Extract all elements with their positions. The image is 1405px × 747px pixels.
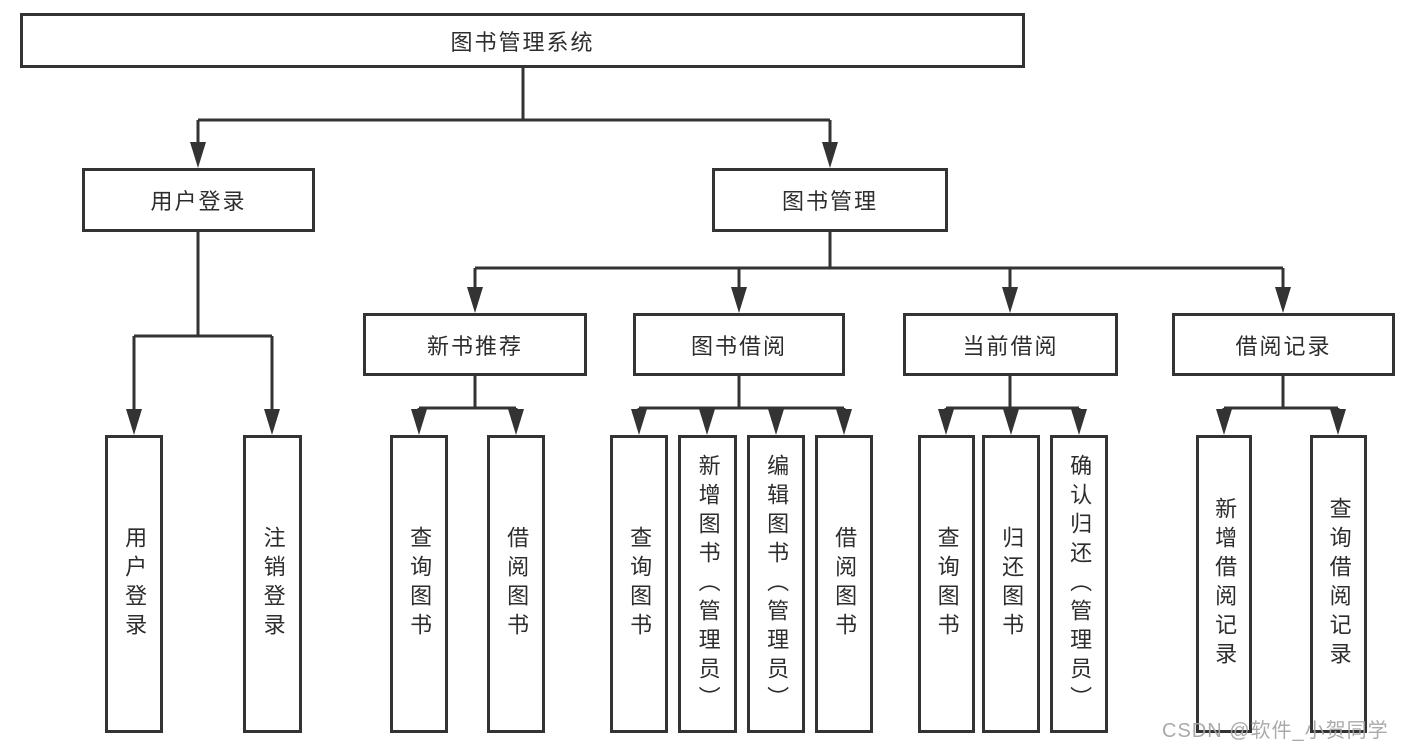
node-root-label: 图书管理系统 bbox=[450, 29, 595, 55]
node-user-login: 用户登录 bbox=[82, 168, 315, 232]
leaf-user-login-label: 用户登录 bbox=[122, 526, 148, 642]
leaf-borrow-books-2: 借阅图书 bbox=[815, 435, 873, 733]
leaf-edit-books-admin-label: 编辑图书（管理员） bbox=[764, 453, 790, 715]
node-book-borrow: 图书借阅 bbox=[633, 313, 845, 376]
leaf-borrow-books-1: 借阅图书 bbox=[487, 435, 545, 733]
connector-book-borrow-children bbox=[631, 376, 852, 435]
connector-book-mgmt-to-level3 bbox=[467, 232, 1291, 313]
leaf-query-books-3-label: 查询图书 bbox=[934, 526, 960, 642]
watermark-text: CSDN @软件_小贺同学 bbox=[1162, 720, 1389, 742]
node-book-management-label: 图书管理 bbox=[781, 189, 878, 214]
leaf-query-books-2: 查询图书 bbox=[610, 435, 668, 733]
leaf-add-borrow-record-label: 新增借阅记录 bbox=[1212, 497, 1238, 671]
connector-new-book-children bbox=[411, 376, 524, 435]
connector-current-borrow-children bbox=[938, 376, 1087, 435]
node-user-login-label: 用户登录 bbox=[150, 189, 247, 214]
leaf-confirm-return-admin-label: 确认归还（管理员） bbox=[1067, 453, 1093, 715]
leaf-add-books-admin: 新增图书（管理员） bbox=[678, 435, 737, 733]
leaf-confirm-return-admin: 确认归还（管理员） bbox=[1050, 435, 1108, 733]
leaf-logout: 注销登录 bbox=[243, 435, 302, 733]
leaf-query-books-1: 查询图书 bbox=[390, 435, 448, 733]
node-root-system: 图书管理系统 bbox=[20, 13, 1025, 68]
leaf-borrow-books-2-label: 借阅图书 bbox=[832, 526, 858, 642]
node-current-borrow: 当前借阅 bbox=[903, 313, 1118, 376]
node-book-borrow-label: 图书借阅 bbox=[690, 333, 787, 359]
leaf-query-borrow-record-label: 查询借阅记录 bbox=[1326, 497, 1352, 671]
leaf-edit-books-admin: 编辑图书（管理员） bbox=[747, 435, 805, 733]
node-new-book-recommend-label: 新书推荐 bbox=[426, 333, 523, 359]
connector-user-login-children bbox=[126, 232, 280, 435]
leaf-logout-label: 注销登录 bbox=[260, 526, 286, 642]
leaf-query-borrow-record: 查询借阅记录 bbox=[1310, 435, 1367, 733]
connector-borrow-records-children bbox=[1216, 376, 1346, 435]
leaf-query-books-2-label: 查询图书 bbox=[627, 526, 653, 642]
leaf-return-books: 归还图书 bbox=[982, 435, 1040, 733]
leaf-borrow-books-1-label: 借阅图书 bbox=[504, 526, 530, 642]
node-new-book-recommend: 新书推荐 bbox=[363, 313, 587, 376]
node-book-management: 图书管理 bbox=[712, 168, 948, 232]
node-borrow-records-label: 借阅记录 bbox=[1235, 333, 1332, 359]
leaf-user-login: 用户登录 bbox=[105, 435, 163, 733]
leaf-add-borrow-record: 新增借阅记录 bbox=[1196, 435, 1252, 733]
node-borrow-records: 借阅记录 bbox=[1172, 313, 1395, 376]
leaf-query-books-3: 查询图书 bbox=[918, 435, 975, 733]
node-current-borrow-label: 当前借阅 bbox=[962, 333, 1059, 359]
leaf-add-books-admin-label: 新增图书（管理员） bbox=[695, 453, 721, 715]
leaf-return-books-label: 归还图书 bbox=[999, 526, 1025, 642]
leaf-query-books-1-label: 查询图书 bbox=[407, 526, 433, 642]
connector-root-to-level2 bbox=[190, 68, 838, 168]
